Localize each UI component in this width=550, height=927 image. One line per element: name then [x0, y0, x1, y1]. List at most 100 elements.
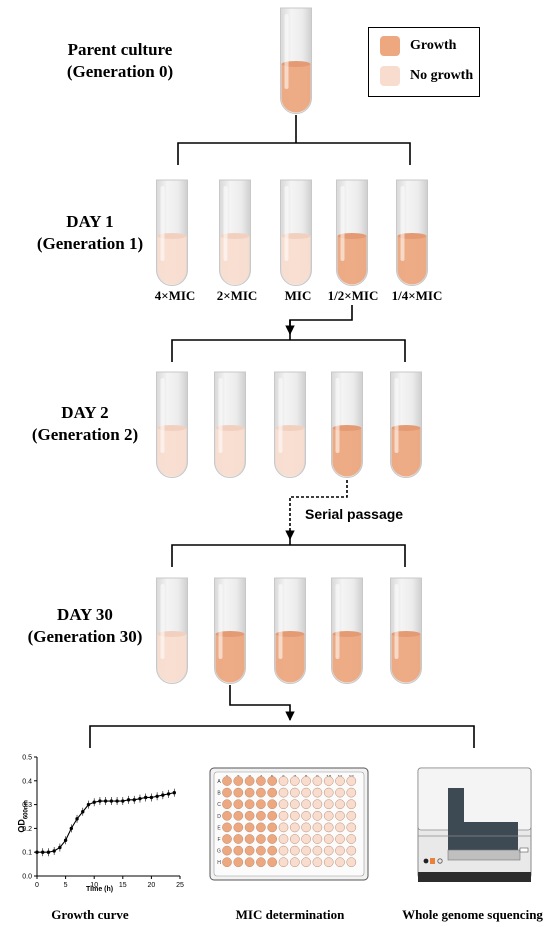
tube-day30-3-meniscus	[275, 631, 305, 637]
chart-point	[161, 793, 165, 797]
plate-well	[312, 787, 323, 798]
plate-well	[289, 845, 300, 856]
tube-day2-1	[156, 371, 188, 478]
plate-row-label: C	[217, 802, 221, 808]
tube-day1-3-highlight	[284, 186, 289, 261]
tube-day1-2	[219, 179, 251, 286]
tube-parent-meniscus	[281, 61, 311, 67]
plate-well	[301, 787, 311, 798]
plate-well	[278, 845, 289, 856]
plate-well	[267, 787, 278, 798]
plate-well	[335, 845, 345, 856]
tube-day30-2-liquid	[215, 634, 245, 683]
arrow-serial-passage	[285, 480, 348, 540]
plate-well	[301, 845, 311, 856]
plate-well	[278, 810, 289, 821]
plate-well	[289, 799, 300, 810]
chart-point	[35, 850, 39, 854]
chart-point	[155, 794, 159, 798]
plate-well	[312, 810, 323, 821]
tube-day2-1-highlight	[160, 378, 165, 453]
plate-well	[244, 810, 255, 821]
tube-day1-2-highlight	[223, 186, 228, 261]
conc-label-5: 1/4×MIC	[391, 288, 443, 303]
plate-well	[222, 822, 232, 833]
chart-point	[58, 845, 62, 850]
plate-well	[244, 799, 255, 810]
chart-point	[46, 850, 51, 854]
tube-day1-1-highlight	[160, 186, 165, 261]
plate-well	[335, 857, 345, 868]
plate-well	[312, 776, 323, 786]
plate-well	[233, 776, 244, 786]
chart-ytick-label: 0.2	[22, 826, 32, 833]
tube-day30-4-liquid	[332, 634, 362, 683]
tube-day30-4	[331, 577, 363, 684]
tube-day1-4	[336, 179, 368, 286]
plate-well	[335, 787, 345, 798]
chart-xtick-label: 25	[176, 882, 184, 889]
plate-well	[346, 787, 357, 798]
plate-well	[301, 799, 311, 810]
sequencer-port	[437, 858, 443, 864]
chart-point	[41, 850, 45, 854]
chart-point	[138, 796, 142, 801]
plate-well	[301, 822, 311, 833]
chart-point	[121, 799, 125, 803]
chart-xtick-label: 10	[90, 882, 98, 889]
plate-well	[267, 822, 278, 833]
tube-day30-5	[390, 577, 422, 684]
plate-well	[244, 822, 255, 833]
legend-nogrowth-label: No growth	[410, 68, 474, 83]
plate-well	[289, 822, 300, 833]
plate-well	[244, 857, 255, 868]
tube-day30-2	[214, 577, 246, 684]
plate-row-label: A	[217, 779, 221, 785]
plate-row-label: B	[217, 791, 221, 797]
connector-lines	[89, 115, 475, 748]
tube-parent-highlight	[284, 14, 289, 89]
chart-point	[109, 799, 114, 803]
chart-point	[172, 791, 176, 795]
sequencer-power-button	[423, 858, 429, 864]
plate-well	[312, 822, 323, 833]
chart-xtick-label: 15	[119, 882, 127, 889]
plate-well	[233, 822, 244, 833]
plate-well	[346, 834, 357, 844]
stage-subtitle-day2: (Generation 2)	[31, 425, 139, 444]
tube-day1-5	[396, 179, 428, 286]
chart-point	[63, 838, 68, 842]
plate-well	[346, 810, 357, 821]
sequencer-slot	[519, 847, 529, 853]
plate-well	[323, 787, 334, 798]
tube-day30-5-highlight	[394, 584, 399, 659]
conc-label-4: 1/2×MIC	[327, 288, 379, 303]
plate-well	[323, 776, 334, 786]
plate-well	[233, 857, 244, 868]
chart-ylabel: OD600nm	[17, 791, 30, 841]
tube-day30-3-liquid	[275, 634, 305, 683]
plate-well	[323, 810, 334, 821]
legend-growth-label: Growth	[410, 38, 457, 53]
plate-well	[233, 845, 244, 856]
tube-day2-5	[390, 371, 422, 478]
plate-well	[233, 810, 244, 821]
tube-day1-3-liquid	[281, 236, 311, 285]
sequencer-dark-panel-wide	[448, 822, 518, 852]
sequencer-icon	[417, 767, 532, 882]
arrow-day30-to-outputs	[229, 685, 295, 721]
plate-well	[278, 834, 289, 844]
tube-day1-1-liquid	[157, 236, 187, 285]
plate-well	[256, 834, 266, 844]
plate-well	[346, 776, 357, 786]
chart-ylabel-main: OD	[16, 819, 27, 833]
microplate: 123456789101112ABCDEFGH	[209, 767, 369, 881]
chart-xtick-label: 0	[35, 882, 39, 889]
plate-well	[267, 845, 278, 856]
plate-well	[289, 810, 300, 821]
tube-day30-3	[274, 577, 306, 684]
tube-day2-2-liquid	[215, 428, 245, 477]
plate-row-label: D	[217, 814, 221, 820]
chart-xlabel: Time (h)	[86, 886, 114, 893]
